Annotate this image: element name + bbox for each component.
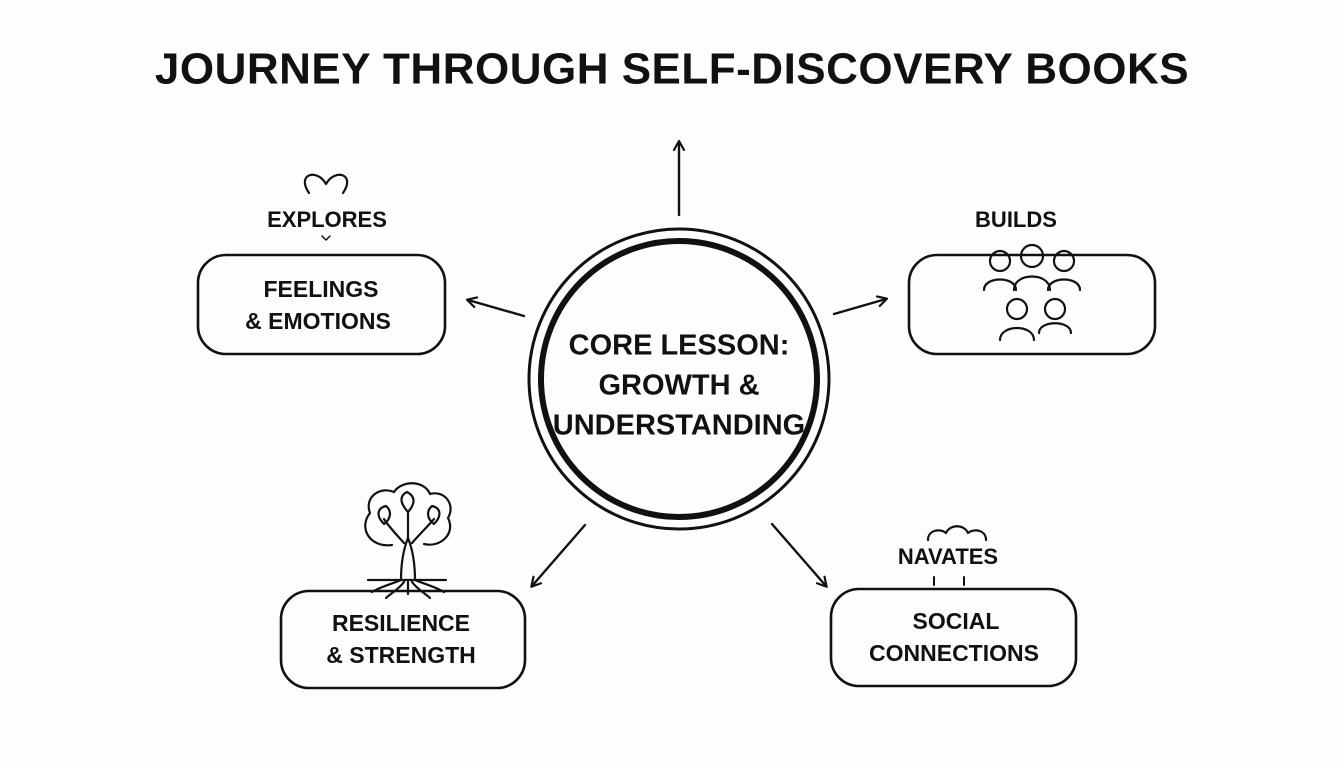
tag-tick [321, 235, 331, 241]
resilience-node: RESILIENCE & STRENGTH [279, 482, 527, 690]
social-box [829, 587, 1078, 688]
arrow-to-social [770, 522, 826, 586]
feelings-node: EXPLORES FEELINGS & EMOTIONS [196, 173, 447, 356]
core-line-1: CORE LESSON: [569, 330, 790, 362]
resilience-box [279, 589, 527, 690]
page-title: JOURNEY THROUGH SELF-DISCOVERY BOOKS [155, 45, 1189, 94]
people-group-icon [982, 243, 1082, 342]
social-label-line-2: CONNECTIONS [869, 640, 1039, 666]
core-outer-ring [527, 227, 831, 531]
arrow-to-resilience [532, 523, 587, 586]
arrow-to-feelings [468, 300, 526, 318]
core-lesson-node: CORE LESSON: GROWTH & UNDERSTANDING [527, 227, 831, 531]
resilience-label-line-1: RESILIENCE [332, 610, 470, 636]
builds-tag: BUILDS [975, 207, 1057, 232]
resilience-label-line-2: & STRENGTH [326, 642, 476, 668]
core-line-3: UNDERSTANDING [553, 410, 805, 442]
heart-icon [303, 173, 349, 195]
arrow-to-builds [832, 299, 886, 316]
core-inner-ring [538, 238, 820, 520]
cloud-bridge-icon [926, 525, 988, 542]
core-line-2: GROWTH & [598, 370, 759, 402]
connector-arrows [468, 142, 886, 586]
social-label-line-1: SOCIAL [913, 608, 1000, 634]
builds-box [907, 253, 1157, 356]
social-tag: NAVATES [898, 544, 998, 569]
tag-bracket [933, 576, 965, 586]
builds-node: BUILDS [907, 207, 1157, 356]
feelings-label-line-2: & EMOTIONS [245, 308, 391, 334]
feelings-tag: EXPLORES [267, 207, 387, 232]
social-node: NAVATES SOCIAL CONNECTIONS [829, 525, 1078, 688]
feelings-box [196, 253, 447, 356]
tree-roots-icon [364, 482, 452, 600]
feelings-label-line-1: FEELINGS [263, 276, 378, 302]
